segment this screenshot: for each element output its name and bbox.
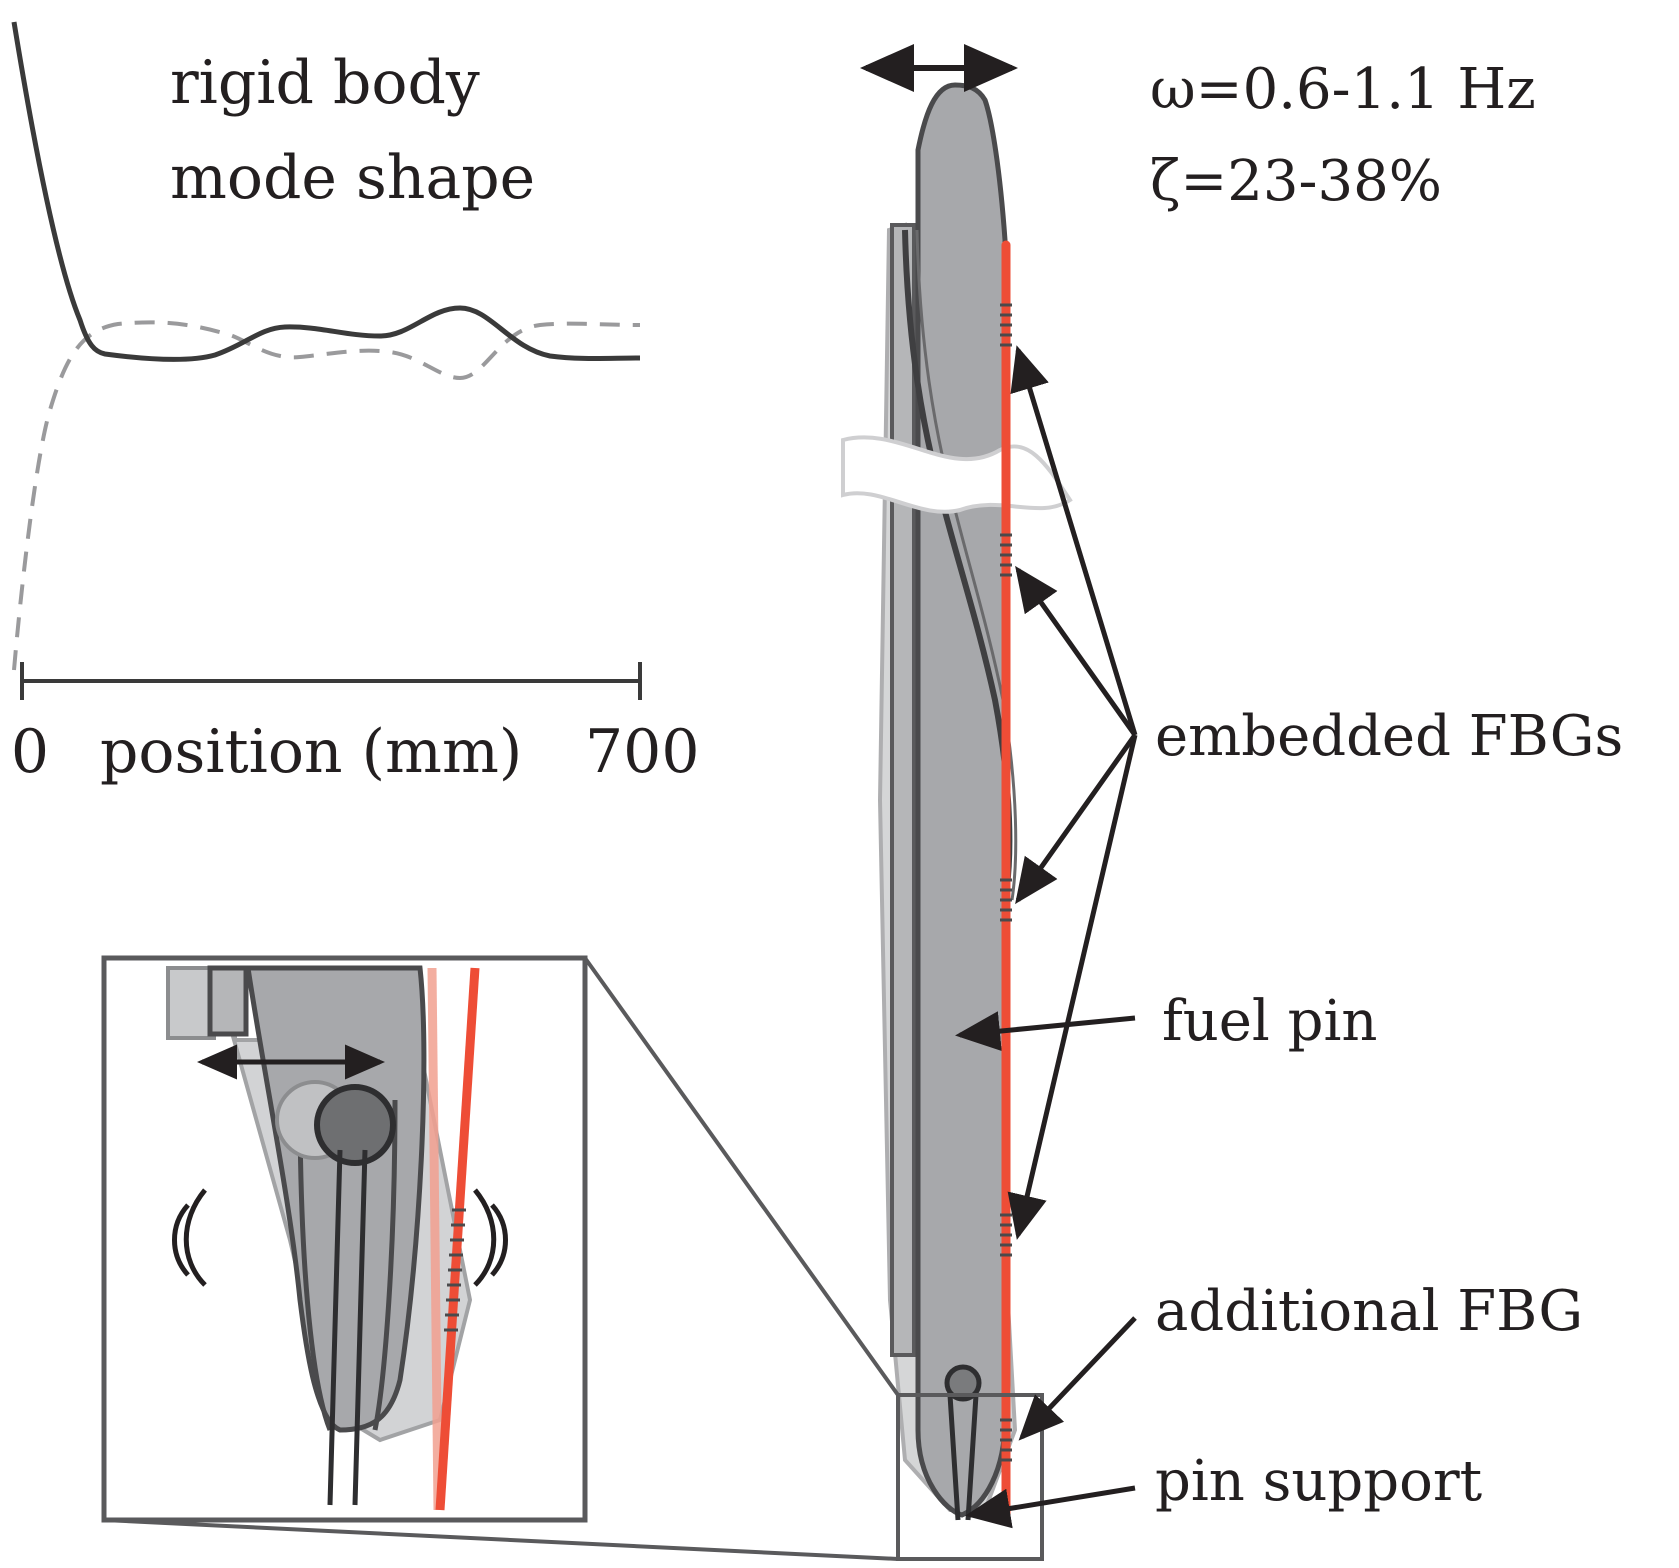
embedded-fbgs-label: embedded FBGs [1155, 704, 1623, 769]
fbg-grating-additional [1000, 1418, 1012, 1462]
inset-fbg-grating [444, 1208, 466, 1332]
mode-plot-title-line1: rigid body [170, 48, 480, 118]
inset-clip-slot-left [297, 1099, 333, 1431]
additional-fbg-label: additional FBG [1155, 1279, 1583, 1344]
mode-parameters: ω=0.6-1.1 Hz ζ=23-38% [1150, 57, 1536, 214]
fbg-grating-3 [1000, 878, 1012, 922]
displacement-solid-curve [11, 21, 641, 362]
displacement-dashed-curve [12, 320, 641, 671]
mode-shape-plot: rigid body mode shape 0 position (mm) 70… [11, 21, 700, 787]
inset-fiber-ghost [427, 967, 443, 1511]
position-axis-max-label: 700 [585, 717, 700, 787]
zoom-connector-bottom [103, 1518, 899, 1561]
fuel-pin-side-rod [890, 223, 916, 1357]
frequency-range-label: ω=0.6-1.1 Hz [1150, 57, 1536, 122]
pin-support-inset [101, 955, 588, 1523]
damping-range-label: ζ=23-38% [1150, 149, 1442, 214]
inset-rod [207, 965, 249, 1037]
zoom-region-box [896, 1393, 1044, 1561]
inset-vibration-right-icon [473, 1188, 508, 1287]
pin-support-arrow [965, 1485, 1136, 1529]
inset-pin-body [245, 965, 427, 1433]
fbg-arrow-2 [1015, 565, 1138, 737]
pin-support-label: pin support [1155, 1449, 1483, 1514]
fbg-arrow-3 [1015, 733, 1138, 905]
fbg-grating-1 [1000, 303, 1012, 347]
fbg-arrow-4 [1007, 734, 1138, 1240]
fuel-pin-wire-inner [915, 229, 1018, 901]
fbg-grating-2 [1000, 533, 1012, 577]
inset-clip-slot-right [372, 1099, 398, 1431]
fbg-arrow-1 [1010, 345, 1138, 736]
fuel-pin-arrow [955, 1011, 1136, 1052]
fuel-pin-label: fuel pin [1162, 989, 1377, 1054]
pin-break-band [841, 435, 1073, 514]
inset-rod-ghost [166, 966, 216, 1040]
zoom-connector-top [583, 956, 900, 1397]
position-axis-title: position (mm) [100, 717, 522, 787]
inset-eye [314, 1084, 396, 1166]
position-axis-min-label: 0 [11, 717, 49, 787]
inset-support-rod [327, 1149, 368, 1506]
callout-arrows [955, 345, 1138, 1529]
callout-labels: embedded FBGs fuel pin additional FBG pi… [1155, 704, 1623, 1514]
additional-fbg-arrow [1018, 1316, 1137, 1441]
fuel-pin-body [915, 82, 1008, 1518]
inset-vibration-left-icon [172, 1188, 207, 1287]
mode-plot-title-line2: mode shape [170, 143, 535, 213]
pin-support-eye [944, 1364, 982, 1402]
fuel-pin-assembly [841, 44, 1073, 1561]
